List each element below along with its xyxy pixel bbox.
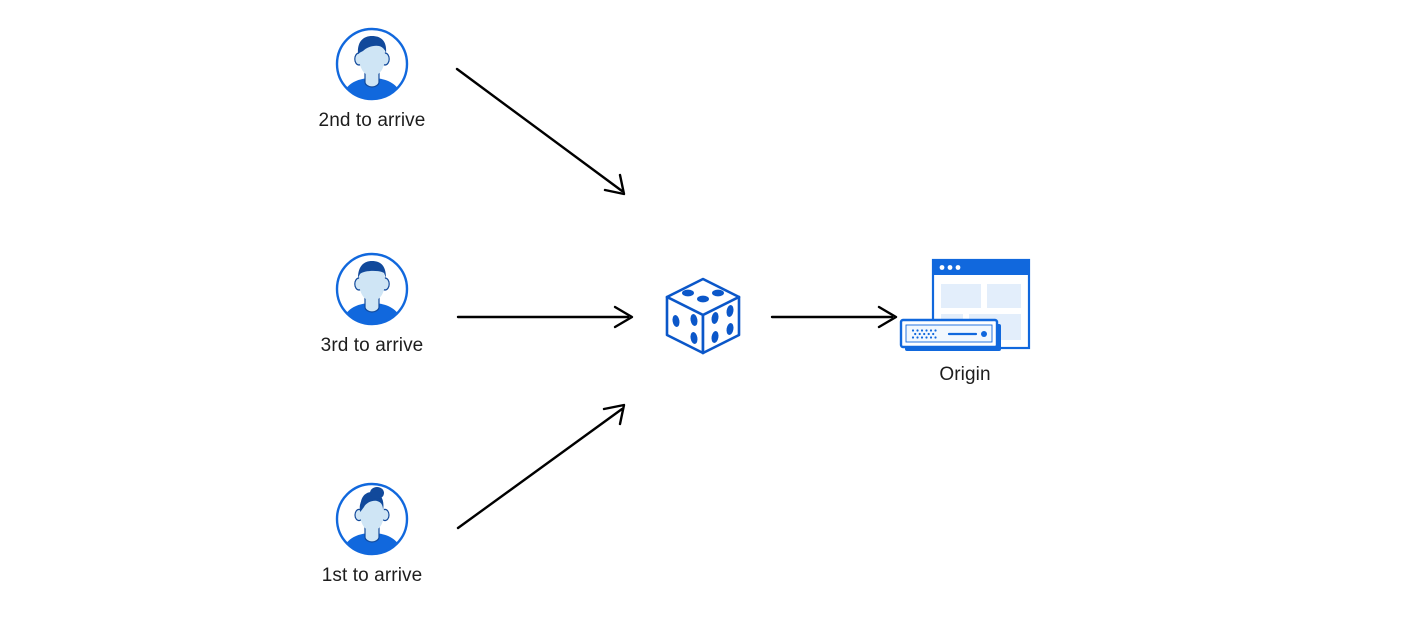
server-device-icon bbox=[899, 318, 1001, 351]
user-avatar-icon bbox=[335, 252, 409, 326]
arrow-1st-to-dice bbox=[456, 403, 626, 530]
node-label-user-2nd: 2nd to arrive bbox=[318, 110, 426, 131]
node-user-3rd[interactable]: 3rd to arrive bbox=[321, 251, 423, 356]
node-origin[interactable]: Origin bbox=[895, 258, 1035, 385]
user-avatar-icon bbox=[335, 27, 409, 101]
arrow-2nd-to-dice bbox=[455, 67, 626, 196]
arrow-3rd-to-dice bbox=[456, 305, 634, 329]
node-label-user-1st: 1st to arrive bbox=[321, 565, 423, 586]
arrowhead-icon bbox=[602, 403, 626, 426]
origin-server-icon bbox=[899, 258, 1031, 351]
arrowhead-icon bbox=[877, 305, 898, 329]
node-label-origin: Origin bbox=[939, 364, 991, 385]
node-label-user-3rd: 3rd to arrive bbox=[320, 335, 424, 356]
arrowhead-icon bbox=[603, 173, 626, 196]
dice-icon bbox=[665, 277, 741, 355]
node-user-2nd[interactable]: 2nd to arrive bbox=[319, 26, 425, 131]
arrowhead-icon bbox=[613, 305, 634, 329]
arrow-dice-to-origin bbox=[770, 305, 898, 329]
node-user-1st[interactable]: 1st to arrive bbox=[322, 481, 422, 586]
node-dice[interactable] bbox=[660, 273, 746, 359]
user-avatar-icon bbox=[335, 482, 409, 556]
